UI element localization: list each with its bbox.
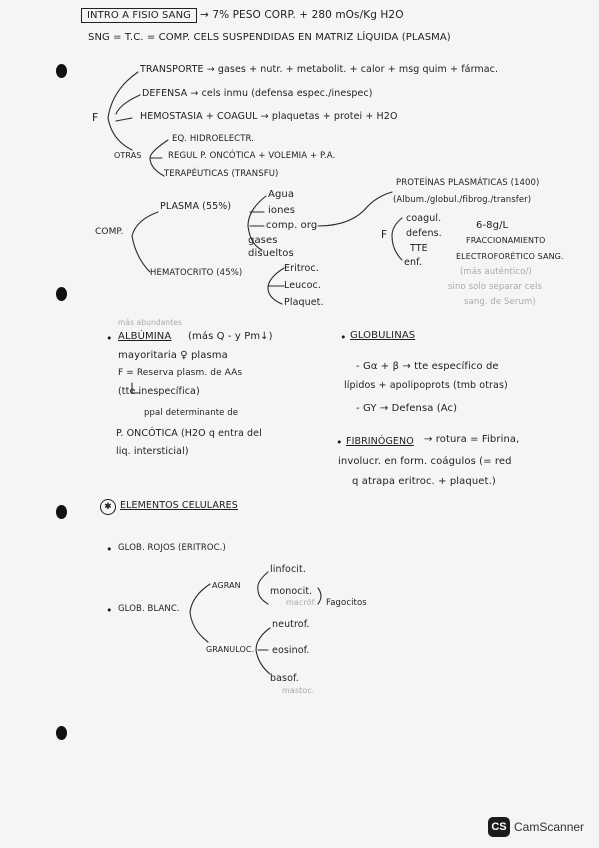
hematocrito-label: HEMATOCRITO (45%) (150, 268, 243, 278)
otras-label: OTRAS (114, 151, 142, 160)
fibrinogen-line-3: q atrapa eritroc. + plaquet.) (352, 476, 496, 487)
otras-item-terapeuticas: TERAPÉUTICAS (TRANSFU) (164, 169, 279, 179)
albumin-title-rest: (más Q - y Pm↓) (188, 331, 273, 342)
globulins-line-3: - GY → Defensa (Ac) (356, 403, 458, 414)
header-line2: SNG = T.C. = COMP. CELS SUSPENDIDAS EN M… (88, 32, 451, 43)
glob-blanc: GLOB. BLANC. (118, 604, 180, 614)
punch-hole-3 (56, 505, 67, 519)
otras-item-regul: REGUL P. ONCÓTICA + VOLEMIA + P.A. (168, 151, 336, 161)
electrophoresis-line1: FRACCIONAMIENTO (466, 236, 546, 245)
page-title: INTRO A FISIO SANG (81, 8, 198, 23)
albumin-line-1: mayoritaria ♀ plasma (118, 350, 228, 361)
granuloc-item-mastoc: mastoc. (282, 686, 315, 695)
proteins-faint-note-3: sang. de Serum) (464, 297, 536, 307)
proteins-f-coagul: coagul. (406, 213, 442, 224)
otras-item-eq: EQ. HIDROELECTR. (172, 134, 255, 144)
agran-item-monocit: monocit. (270, 586, 313, 597)
globulins-line-2: lípidos + apolipoprots (tmb otras) (344, 380, 508, 391)
agran-label: AGRAN (212, 581, 241, 590)
function-item-hemostasia: HEMOSTASIA + COAGUL → plaquetas + protei… (140, 111, 398, 122)
globulins-title: GLOBULINAS (350, 330, 416, 341)
albumin-line-6: liq. intersticial) (116, 446, 189, 457)
camscanner-logo: CS (488, 817, 510, 837)
proteins-f-enf: enf. (404, 257, 422, 268)
fibrinogen-line-2: involucr. en form. coágulos (= red (338, 456, 512, 467)
globulins-line-1: - Gα + β → tte específico de (356, 361, 499, 372)
albumin-title: ALBÚMINA (118, 331, 172, 342)
plasma-item-iones: iones (268, 205, 296, 216)
punch-hole-2 (56, 287, 67, 301)
hemato-item-eritroc: Eritroc. (284, 263, 319, 274)
granuloc-item-eosinof: eosinof. (272, 645, 310, 656)
proteins-types: (Album./globul./fibrog./transfer) (393, 195, 532, 205)
fibrinogen-title: FIBRINÓGENO (346, 436, 414, 447)
plasma-item-comp-org: comp. org (266, 220, 318, 231)
function-item-transporte: TRANSPORTE → gases + nutr. + metabolit. … (140, 64, 499, 75)
functions-f-letter: F (92, 111, 99, 124)
function-item-defensa: DEFENSA → cels inmu (defensa espec./ines… (142, 88, 373, 99)
cellular-marker-icon: ✱ (100, 499, 116, 515)
albumin-line-4: ppal determinante de (144, 408, 239, 418)
hemato-item-leucoc: Leucoc. (284, 280, 321, 291)
electrophoresis-line2: ELECTROFORÉTICO SANG. (456, 252, 564, 261)
granuloc-label: GRANULOC. (206, 645, 255, 654)
fibrinogen-bullet: • (336, 436, 343, 449)
glob-rojos-bullet: • (106, 543, 113, 556)
plasma-label: PLASMA (55%) (160, 201, 232, 212)
glob-rojos: GLOB. ROJOS (ERITROC.) (118, 543, 226, 553)
fagocitos-label: Fagocitos (326, 598, 367, 608)
albumin-bullet: • (106, 332, 113, 345)
cellular-title: ELEMENTOS CELULARES (120, 500, 238, 511)
camscanner-brand: CamScanner (514, 820, 585, 834)
agran-item-macrof: macróf. (286, 598, 317, 607)
granuloc-item-neutrof: neutrof. (272, 619, 310, 630)
albumin-faint-header: más abundantes (118, 318, 183, 327)
proteins-f-defens: defens. (406, 228, 442, 239)
punch-hole-1 (56, 64, 67, 78)
granuloc-item-basof: basof. (270, 673, 299, 684)
proteins-faint-note-2: sino solo separar cels (448, 282, 543, 292)
comp-label: COMP. (95, 227, 124, 237)
albumin-line-2: F = Reserva plasm. de AAs (118, 368, 243, 378)
glob-blanc-bullet: • (106, 604, 113, 617)
proteins-f-tte: TTE (410, 243, 428, 254)
albumin-line-5: P. ONCÓTICA (H2O q entra del (116, 428, 262, 439)
plasma-item-gases: gases disueltos (248, 235, 294, 259)
header-line1-rest: → 7% PESO CORP. + 280 mOs/Kg H2O (200, 9, 404, 21)
albumin-line-3: (tte inespecífica) (118, 386, 200, 397)
fibrinogen-line-1: → rotura = Fibrina, (424, 434, 520, 445)
punch-hole-4 (56, 726, 67, 740)
globulins-bullet: • (340, 331, 347, 344)
proteins-faint-note-1: (más auténtico/) (460, 267, 532, 277)
hemato-item-plaquet: Plaquet. (284, 297, 324, 308)
proteins-value: 6-8g/L (476, 220, 509, 231)
proteins-f-letter: F (381, 229, 388, 241)
plasma-item-agua: Agua (268, 189, 295, 200)
agran-item-linfocit: linfocit. (270, 564, 306, 575)
proteins-title: PROTEÍNAS PLASMÁTICAS (1400) (396, 178, 540, 188)
